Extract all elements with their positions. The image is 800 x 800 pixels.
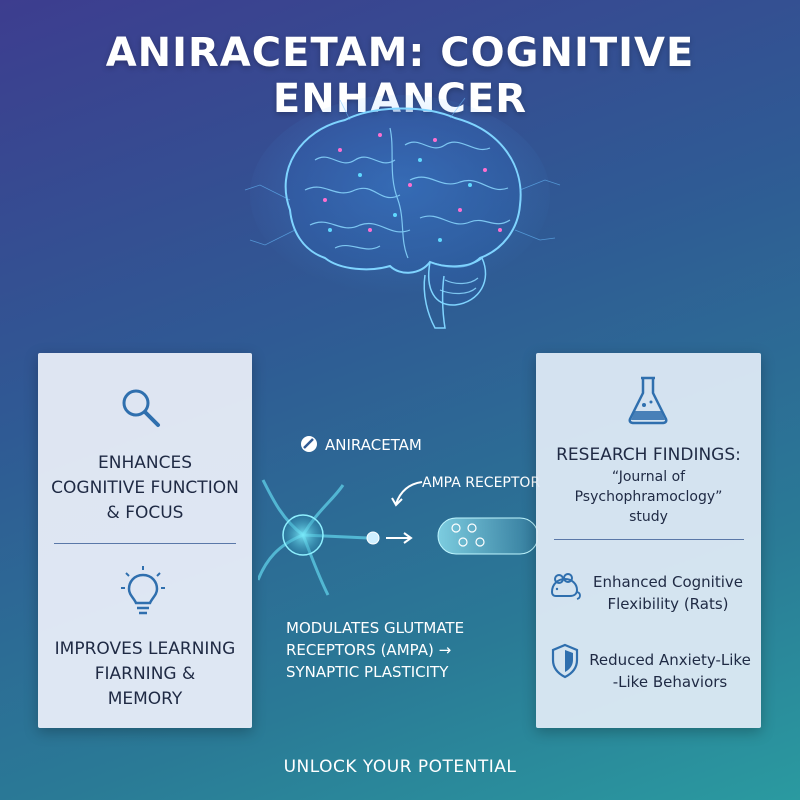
neuron-illustration <box>258 479 538 596</box>
brain-illustration <box>244 95 561 329</box>
benefit-focus-line: & FOCUS <box>106 503 184 523</box>
finding-anxiety: Reduced Anxiety-Like -Like Behaviors <box>584 649 756 693</box>
flask-icon <box>628 376 668 425</box>
research-panel: RESEARCH FINDINGS: “Journal of Psychophr… <box>536 353 761 728</box>
shield-icon <box>551 643 579 679</box>
divider <box>554 539 744 540</box>
research-source: “Journal of Psychophramoclogy” study <box>536 467 761 527</box>
finding-line: Flexibility (Rats) <box>607 595 729 613</box>
footer-tagline: UNLOCK YOUR POTENTIAL <box>283 757 517 777</box>
mechanism-text: MODULATES GLUTMATE RECEPTORS (AMPA) → SY… <box>286 617 464 683</box>
benefit-memory-line: IMPROVES LEARNING <box>54 639 236 659</box>
finding-line: Reduced Anxiety-Like <box>589 651 751 669</box>
drug-label: ANIRACETAM <box>325 436 422 454</box>
benefit-focus-line: COGNITIVE FUNCTION <box>51 478 239 498</box>
magnifier-icon <box>122 389 160 427</box>
finding-line: Enhanced Cognitive <box>593 573 743 591</box>
benefit-memory-line: MEMORY <box>107 689 183 709</box>
benefit-focus: ENHANCES COGNITIVE FUNCTION & FOCUS <box>38 451 252 526</box>
mechanism-line: SYNAPTIC PLASTICITY <box>286 663 449 681</box>
benefits-panel: ENHANCES COGNITIVE FUNCTION & FOCUS IMPR… <box>38 353 252 728</box>
curved-arrow-icon <box>391 481 423 507</box>
receptor-label: AMPA RECEPTOR <box>422 475 541 491</box>
mechanism-line: MODULATES GLUTMATE <box>286 619 465 637</box>
research-source-line: “Journal of Psychophramoclogy” <box>574 469 723 505</box>
pill-icon <box>301 436 317 452</box>
finding-line: -Like Behaviors <box>612 673 728 691</box>
mechanism-line: RECEPTORS (AMPA) → <box>286 641 452 659</box>
benefit-memory: IMPROVES LEARNING FIARNING & MEMORY <box>38 637 252 712</box>
divider <box>54 543 236 544</box>
research-source-line: study <box>629 509 668 525</box>
benefit-memory-line: FIARNING & <box>94 664 196 684</box>
lightbulb-icon <box>121 566 165 615</box>
finding-flexibility: Enhanced Cognitive Flexibility (Rats) <box>584 571 752 615</box>
research-heading: RESEARCH FINDINGS: <box>556 445 741 465</box>
benefit-focus-line: ENHANCES <box>98 453 192 473</box>
mouse-icon <box>550 573 581 600</box>
